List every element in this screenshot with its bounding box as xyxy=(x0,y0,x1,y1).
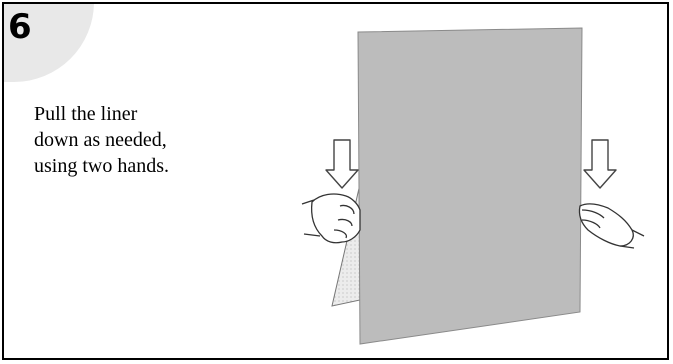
instruction-card: 6 Pull the liner down as needed, using t… xyxy=(2,2,669,360)
liner-illustration xyxy=(294,24,654,360)
down-arrow-right xyxy=(584,140,616,188)
left-hand-icon xyxy=(302,194,360,243)
instruction-text: Pull the liner down as needed, using two… xyxy=(34,101,234,179)
instruction-line-1: Pull the liner xyxy=(34,101,234,127)
instruction-line-3: using two hands. xyxy=(34,153,234,179)
right-hand-icon xyxy=(579,204,644,248)
step-number-tab: 6 xyxy=(2,2,94,82)
down-arrow-left xyxy=(326,140,358,188)
step-number: 6 xyxy=(8,10,32,44)
gray-panel xyxy=(358,28,582,344)
instruction-line-2: down as needed, xyxy=(34,127,234,153)
